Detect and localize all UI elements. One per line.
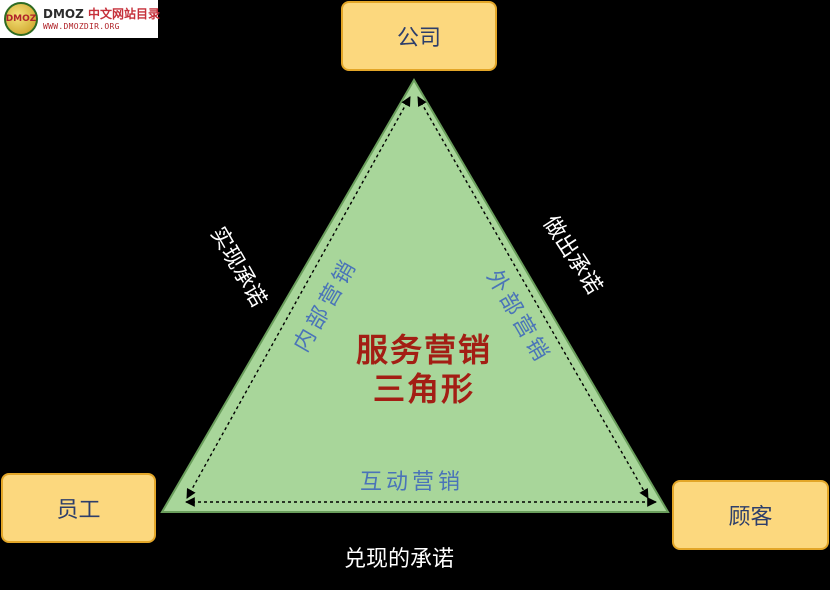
dmoz-badge-icon: DMOZ	[4, 2, 38, 36]
node-customer-label: 顾客	[728, 505, 773, 530]
badge-text: DMOZ	[5, 14, 37, 24]
logo-title: DMOZ 中文网站目录	[43, 8, 160, 20]
edge-label-keep-promise: 兑现的承诺	[344, 547, 455, 572]
arrow-internal	[186, 96, 411, 499]
node-company: 公司	[341, 1, 497, 71]
dmoz-logo: DMOZ DMOZ 中文网站目录 WWW.DMOZDIR.ORG	[0, 0, 160, 38]
center-title-line-1: 服务营销	[355, 331, 493, 369]
center-title-line-2: 三角形	[372, 370, 476, 408]
logo-url: WWW.DMOZDIR.ORG	[43, 21, 120, 31]
logo-title-cn: 中文网站目录	[88, 6, 161, 21]
inner-label-interactive-marketing: 互动营销	[360, 470, 465, 495]
node-employee-label: 员工	[56, 498, 101, 523]
node-employee: 员工	[1, 473, 156, 543]
node-company-label: 公司	[396, 26, 441, 51]
node-customer: 顾客	[672, 480, 829, 550]
arrow-external	[417, 96, 649, 499]
logo-title-latin: DMOZ	[43, 6, 84, 21]
